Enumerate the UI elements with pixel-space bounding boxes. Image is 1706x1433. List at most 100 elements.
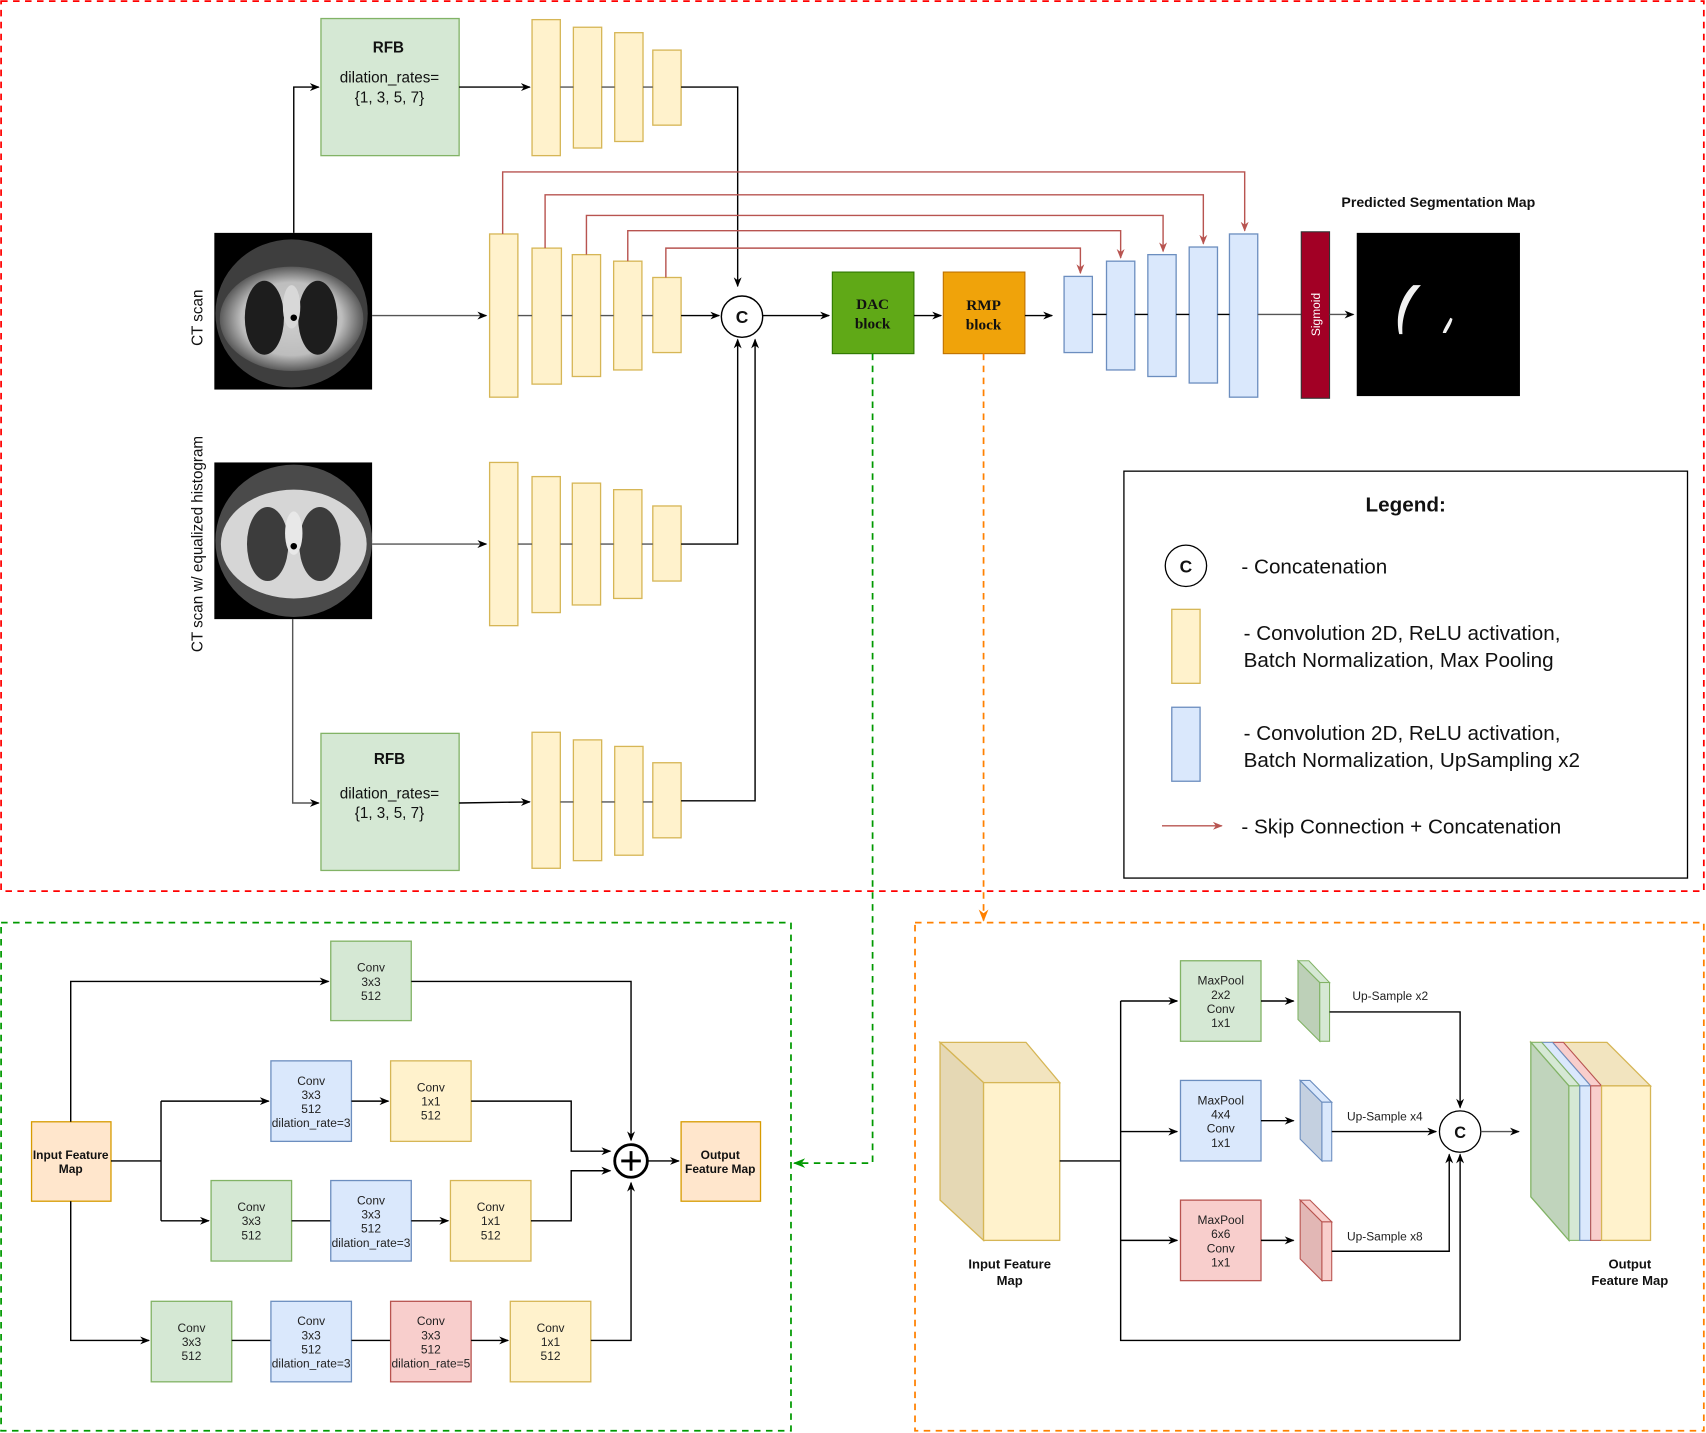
concat-symbol-main: C — [736, 307, 749, 327]
dac-b2-c1-l4: dilation_rate=3 — [272, 1116, 351, 1130]
dac-b4-conv — [150, 1300, 233, 1383]
encoder-stack-eq — [488, 461, 682, 627]
dac-b2-c1-l3: 512 — [301, 1102, 321, 1116]
dac-detail-link — [793, 353, 874, 1169]
rmp-p2-l3: Conv — [1207, 1122, 1235, 1136]
skip-connections — [501, 171, 1249, 278]
legend-decoder-swatch — [1171, 706, 1201, 782]
legend-title: Legend: — [1366, 493, 1446, 516]
dac-output-label-1: Output — [701, 1148, 740, 1162]
dac-b3-c2-l4: dilation_rate=3 — [332, 1236, 411, 1250]
rfb-bottom-block — [320, 732, 460, 872]
dac-b4-c3-l4: dilation_rate=5 — [391, 1357, 470, 1371]
dac-b2-c2-l2: 1x1 — [421, 1094, 441, 1108]
dac-output-feature-map — [680, 1121, 762, 1202]
rfb-top-line2: {1, 3, 5, 7} — [355, 89, 424, 106]
rmp-feature-slab-3 — [1298, 1198, 1334, 1282]
rmp-upsample-x4-label: Up-Sample x4 — [1347, 1110, 1423, 1124]
concat-node-main — [720, 295, 764, 339]
rfb-top-block — [320, 17, 460, 157]
rmp-pool-2x2 — [1179, 960, 1262, 1042]
rfb-top-title: RFB — [373, 39, 404, 56]
encoder-stack-rfb-bottom — [531, 731, 682, 869]
dac-b1-conv-l1: Conv — [357, 961, 385, 975]
rmp-p2-l2: 4x4 — [1211, 1108, 1231, 1122]
dac-b1-conv-l2: 3x3 — [361, 975, 381, 989]
legend-item-concat: - Concatenation — [1241, 555, 1387, 578]
dac-b2-conv-1x1 — [389, 1060, 472, 1143]
dac-b4-conv-dil3 — [270, 1300, 353, 1383]
rmp-block — [942, 271, 1026, 355]
dac-b4-c4-l2: 1x1 — [541, 1335, 561, 1349]
dac-b1-conv — [330, 940, 412, 1022]
rmp-input-cube — [938, 1040, 1062, 1242]
legend-item-decoder-line1: - Convolution 2D, ReLU activation, — [1244, 722, 1561, 745]
dac-b3-c2-l2: 3x3 — [361, 1208, 381, 1222]
dac-input-feature-map — [30, 1121, 112, 1202]
dac-block-line1: DAC — [856, 296, 889, 313]
legend-item-decoder-line2: Batch Normalization, UpSampling x2 — [1244, 749, 1580, 772]
rfb-top-line1: dilation_rates= — [340, 70, 440, 87]
rmp-upsample-x2-label: Up-Sample x2 — [1352, 989, 1428, 1003]
rmp-p1-l2: 2x2 — [1211, 988, 1231, 1002]
dac-b4-c1-l1: Conv — [178, 1321, 206, 1335]
rmp-pool-6x6 — [1179, 1199, 1262, 1282]
rmp-output-label-1: Output — [1608, 1257, 1651, 1272]
dac-b4-c2-l1: Conv — [297, 1314, 325, 1328]
legend-concat-symbol: C — [1180, 556, 1193, 576]
rmp-p3-l2: 6x6 — [1211, 1227, 1231, 1241]
dac-b3-conv-1x1 — [449, 1179, 532, 1262]
dac-input-label-1: Input Feature — [33, 1148, 109, 1162]
ct-scan-label: CT scan — [189, 290, 206, 346]
dac-b3-c2-l3: 512 — [361, 1222, 381, 1236]
dac-b2-c2-l3: 512 — [421, 1109, 441, 1123]
rmp-block-line2: block — [966, 317, 1002, 334]
rmp-concat-symbol: C — [1454, 1124, 1466, 1142]
rmp-p3-l4: 1x1 — [1211, 1255, 1231, 1269]
dac-input-label-2: Map — [59, 1162, 83, 1176]
legend-concat-icon — [1164, 544, 1208, 588]
sigmoid-block — [1300, 231, 1331, 399]
dac-block — [831, 271, 915, 355]
segmentation-map-image — [1356, 232, 1520, 397]
rmp-block-line1: RMP — [966, 297, 1001, 314]
dac-b4-conv-1x1 — [509, 1300, 592, 1383]
rmp-p1-l3: Conv — [1207, 1002, 1235, 1016]
dac-b1-conv-l3: 512 — [361, 989, 381, 1003]
rmp-p3-l1: MaxPool — [1197, 1213, 1244, 1227]
main-network-frame — [0, 0, 1705, 892]
dac-b4-c2-l4: dilation_rate=3 — [272, 1357, 351, 1371]
dac-b2-c1-l1: Conv — [297, 1074, 325, 1088]
output-title: Predicted Segmentation Map — [1341, 194, 1535, 210]
dac-b3-conv — [210, 1179, 293, 1262]
rmp-p2-l1: MaxPool — [1197, 1093, 1244, 1107]
dac-b4-conv-dil5 — [389, 1300, 472, 1383]
dac-b4-c3-l2: 3x3 — [421, 1328, 441, 1342]
dac-b3-c3-l2: 1x1 — [481, 1214, 501, 1228]
decoder-stack — [1063, 233, 1259, 398]
legend-item-skip: - Skip Connection + Concatenation — [1241, 815, 1561, 838]
dac-b3-c1-l1: Conv — [237, 1200, 265, 1214]
dac-b4-c4-l3: 512 — [541, 1349, 561, 1363]
dac-detail-frame — [0, 921, 792, 1432]
dac-output-label-2: Feature Map — [685, 1162, 755, 1176]
dac-b4-c2-l3: 512 — [301, 1343, 321, 1357]
rmp-output-label-2: Feature Map — [1591, 1273, 1668, 1288]
dac-b2-c1-l2: 3x3 — [302, 1088, 322, 1102]
encoder-stack-main — [488, 233, 682, 398]
rmp-input-label-1: Input Feature — [968, 1257, 1051, 1272]
dac-block-line2: block — [855, 316, 891, 333]
dac-b4-c3-l1: Conv — [417, 1314, 445, 1328]
rmp-pool-4x4 — [1179, 1079, 1262, 1162]
sigmoid-label: Sigmoid — [1309, 293, 1323, 336]
dac-b3-c3-l1: Conv — [477, 1200, 505, 1214]
legend: Legend: C - Concatenation - Convolution … — [1123, 470, 1689, 879]
rfb-bottom-title: RFB — [374, 751, 405, 768]
dac-b4-c4-l1: Conv — [537, 1321, 565, 1335]
rmp-p2-l4: 1x1 — [1211, 1136, 1231, 1150]
rmp-input-label-2: Map — [997, 1273, 1023, 1288]
dac-b2-conv-dil — [270, 1060, 353, 1143]
legend-item-encoder-line1: - Convolution 2D, ReLU activation, — [1244, 622, 1561, 645]
dac-b3-c3-l3: 512 — [481, 1228, 501, 1242]
